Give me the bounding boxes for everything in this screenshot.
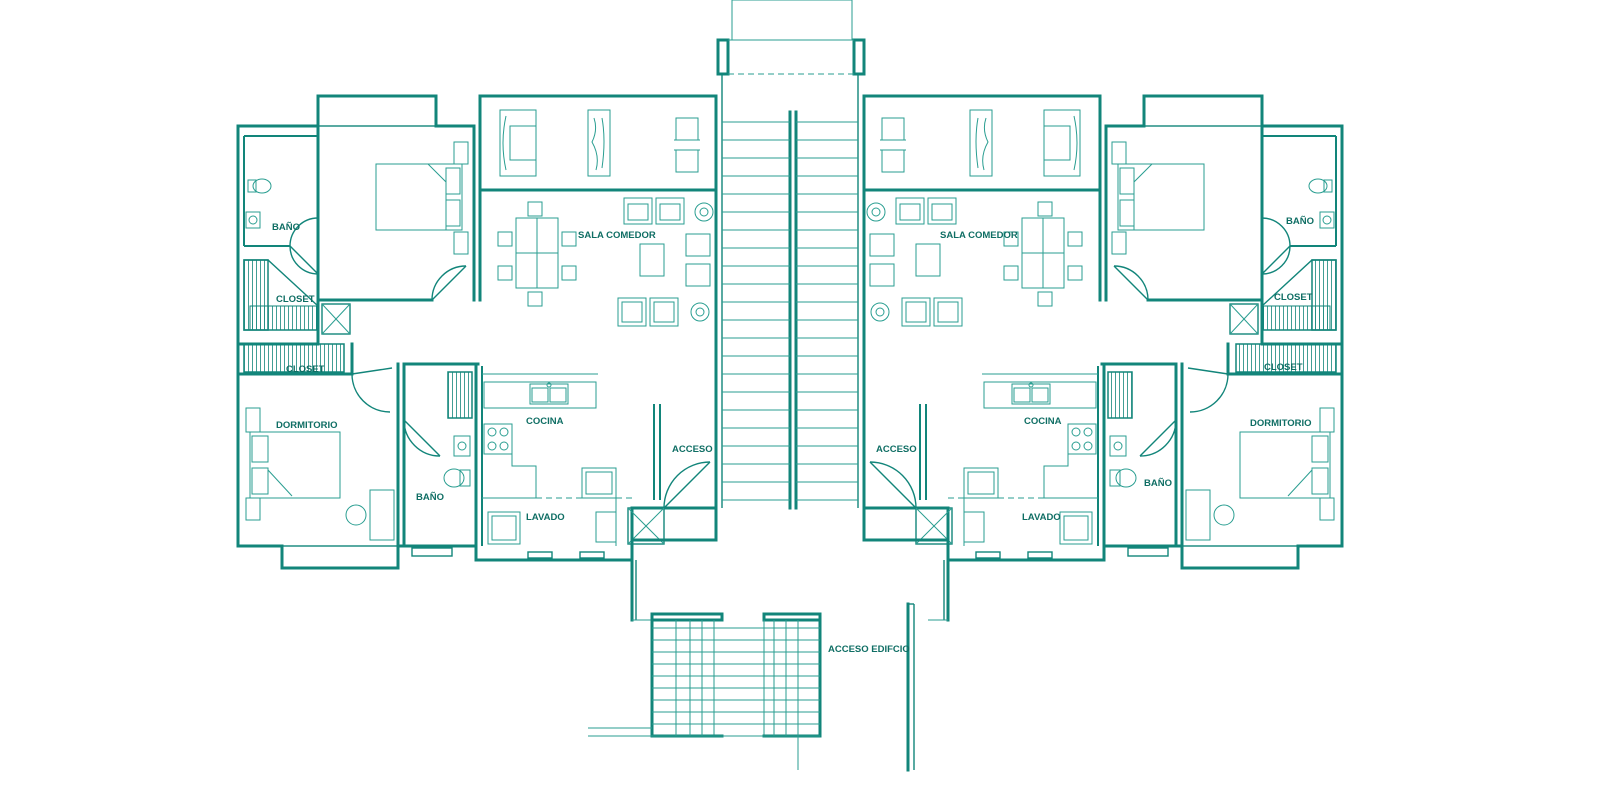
label-laundry-left: LAVADO — [526, 512, 565, 523]
label-bath-top-left: BAÑO — [272, 222, 300, 233]
apartment-right — [862, 94, 1344, 570]
label-closet-top-right: CLOSET — [1274, 292, 1313, 303]
apartment-left — [236, 94, 718, 570]
label-closet-mid-left: CLOSET — [286, 364, 325, 375]
label-closet-mid-right: CLOSET — [1264, 362, 1303, 373]
label-bath-top-right: BAÑO — [1286, 216, 1314, 227]
labels-right: BAÑO CLOSET CLOSET SALA COMEDOR DORMITOR… — [876, 216, 1314, 523]
label-bath-bottom-right: BAÑO — [1144, 478, 1172, 489]
label-bedroom-right: DORMITORIO — [1250, 418, 1312, 429]
label-closet-top-left: CLOSET — [276, 294, 315, 305]
label-living-dining-right: SALA COMEDOR — [940, 230, 1018, 241]
building-entry — [588, 506, 950, 772]
label-building-access: ACCESO EDIFCIO — [828, 644, 910, 655]
label-living-dining-left: SALA COMEDOR — [578, 230, 656, 241]
label-bath-bottom-left: BAÑO — [416, 492, 444, 503]
label-bedroom-left: DORMITORIO — [276, 420, 338, 431]
label-kitchen-left: COCINA — [526, 416, 564, 427]
labels-left: BAÑO CLOSET CLOSET SALA COMEDOR DORMITOR… — [272, 222, 713, 523]
central-staircase — [716, 0, 866, 510]
label-access-left: ACCESO — [672, 444, 713, 455]
label-access-right: ACCESO — [876, 444, 917, 455]
label-laundry-right: LAVADO — [1022, 512, 1061, 523]
label-kitchen-right: COCINA — [1024, 416, 1062, 427]
